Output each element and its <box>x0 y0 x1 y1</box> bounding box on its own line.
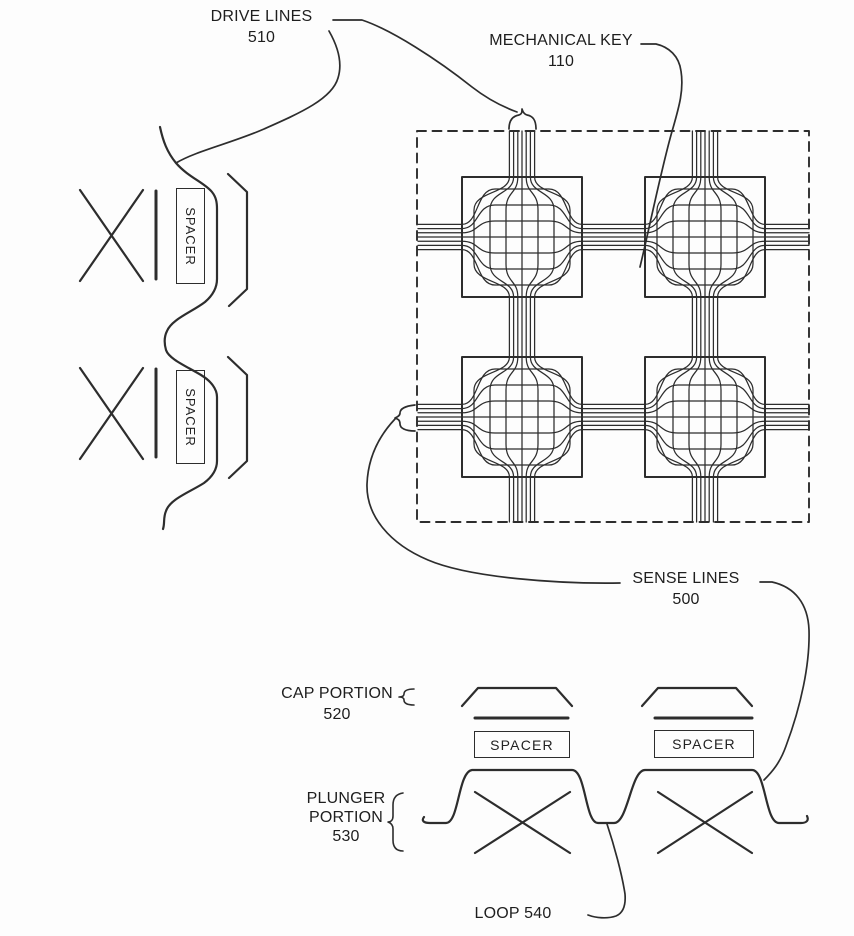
drive-line-fan <box>712 356 738 478</box>
sense-lines-leader-left <box>366 418 621 584</box>
sense-line-fan <box>644 428 766 466</box>
cap-portion-title: CAP PORTION <box>281 685 393 702</box>
plunger-portion-brace <box>387 792 404 852</box>
sense-line-fan <box>461 428 583 466</box>
dashed-boundary <box>416 130 810 523</box>
sense-line-fan <box>461 424 583 450</box>
drive-lines-label: DRIVE LINES 510 <box>196 6 327 48</box>
drive-line-fan <box>708 176 722 298</box>
drive-line-fan <box>525 176 539 298</box>
plunger-portion-ref: 530 <box>332 828 360 845</box>
mechanical-key-label: MECHANICAL KEY 110 <box>468 30 654 72</box>
mechanical-key-leader <box>639 43 683 268</box>
loop-leader <box>587 823 627 919</box>
cap-portion-brace <box>398 688 415 706</box>
drive-line-fan <box>525 356 539 478</box>
plunger-portion-line2: PORTION <box>308 809 383 826</box>
key-outline <box>644 356 766 478</box>
dome-profile-bottom <box>421 768 809 825</box>
drive-lines-brace <box>508 108 537 130</box>
cap-portion-label: CAP PORTION 520 <box>281 683 393 725</box>
spacer-text: SPACER <box>490 736 554 753</box>
sense-line-fan <box>461 248 583 286</box>
x-mark-left-1 <box>78 188 145 283</box>
dome-profile-left <box>158 125 219 531</box>
cap-portion-ref: 520 <box>323 706 351 723</box>
loop-label: LOOP 540 <box>464 903 562 924</box>
sense-line-fan <box>461 420 583 434</box>
line-bundles <box>417 130 810 523</box>
plunger-portion-line1: PLUNGER <box>306 790 386 807</box>
cap-bracket-left-1 <box>226 172 249 308</box>
sense-line-fan <box>461 244 583 270</box>
sense-line-fan <box>644 248 766 286</box>
drive-lines-title: DRIVE LINES <box>210 8 313 25</box>
sense-line-fan <box>644 244 766 270</box>
sense-lines-title: SENSE LINES <box>632 570 740 587</box>
cap-outline-bottom-1 <box>460 686 574 708</box>
mechanical-key-ref: 110 <box>547 53 575 70</box>
plunger-portion-label: PLUNGER PORTION 530 <box>305 789 387 846</box>
sense-lines-leader-right <box>759 581 810 781</box>
spacer-box-left-2: SPACER <box>176 370 205 464</box>
x-mark-left-2 <box>78 366 145 461</box>
sense-line-fan <box>644 240 766 254</box>
drive-line-fan <box>712 176 738 298</box>
spacer-box-bottom-2: SPACER <box>654 730 754 758</box>
drive-lines-ref: 510 <box>247 29 276 46</box>
drive-line-fan <box>708 356 722 478</box>
drive-line-fan <box>529 176 555 298</box>
key-outline <box>461 356 583 478</box>
cap-bracket-left-2 <box>226 355 249 480</box>
key-matrix <box>461 176 766 478</box>
mechanical-key-title: MECHANICAL KEY <box>489 32 633 49</box>
sense-lines-label: SENSE LINES 500 <box>626 568 746 610</box>
loop-title: LOOP 540 <box>474 905 552 922</box>
sense-lines-ref: 500 <box>672 591 700 608</box>
sense-line-fan <box>644 424 766 450</box>
drive-lines-leader-left <box>175 30 341 164</box>
sense-line-fan <box>644 420 766 434</box>
sense-line-fan <box>461 240 583 254</box>
spacer-text: SPACER <box>672 736 736 752</box>
key-outline <box>461 176 583 298</box>
spacer-text: SPACER <box>183 206 198 266</box>
x-mark-bottom-2 <box>656 790 754 855</box>
spacer-box-bottom-1: SPACER <box>474 731 570 758</box>
key-outline <box>644 176 766 298</box>
x-mark-bottom-1 <box>473 790 572 855</box>
drive-line-fan <box>529 356 555 478</box>
spacer-box-left-1: SPACER <box>176 188 205 284</box>
drive-lines-leader-right <box>332 19 518 113</box>
cap-outline-bottom-2 <box>640 686 754 708</box>
spacer-text: SPACER <box>183 387 198 447</box>
sense-lines-brace <box>394 404 416 432</box>
